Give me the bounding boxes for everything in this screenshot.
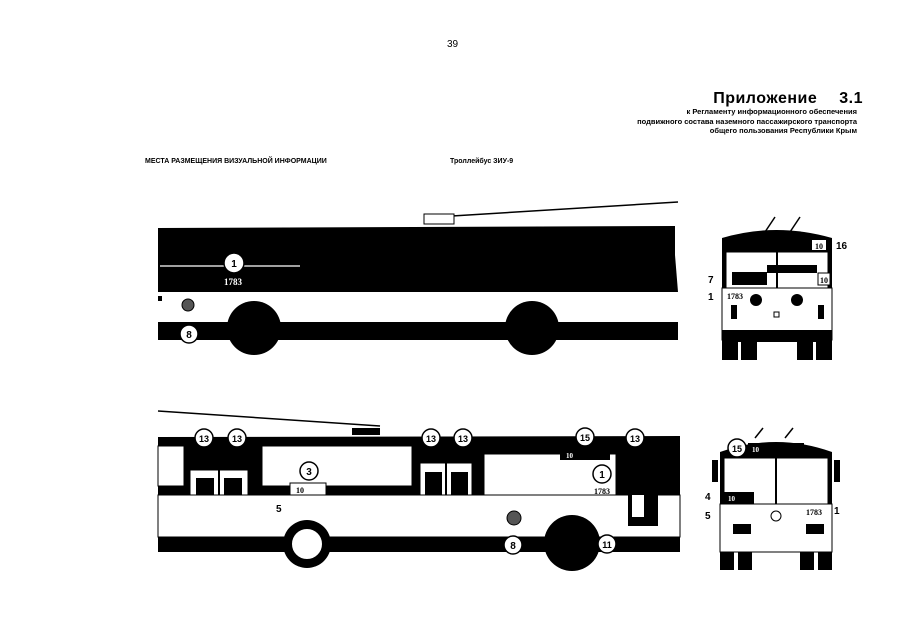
callout-marker: 8 [186, 330, 192, 341]
callout-marker: 1 [708, 292, 714, 303]
callout-marker: 1 [834, 506, 840, 517]
page-number: 39 [446, 39, 459, 50]
appendix-subtitle-line: подвижного состава наземного пассажирско… [637, 116, 857, 126]
route-number-side-board: 10 [566, 452, 574, 460]
side-view-left: 10 10 1783 13 13 13 13 15 13 3 1 5 8 11 [157, 410, 681, 571]
fleet-number-front: 1783 [727, 292, 743, 301]
callout-marker: 13 [232, 434, 242, 444]
callout-marker: 1 [231, 259, 237, 270]
callout-marker: 7 [708, 275, 714, 286]
route-number-front: 10 [820, 276, 828, 285]
callout-marker: 5 [276, 504, 282, 515]
appendix-title: Приложение 3.1 [713, 90, 863, 108]
callout-marker: 1 [599, 470, 605, 481]
fleet-number-rear: 1783 [806, 508, 822, 517]
callout-marker: 4 [705, 492, 711, 503]
appendix-subtitle-line: к Регламенту информационного обеспечения [686, 107, 858, 116]
callout-marker: 13 [458, 434, 468, 444]
section-caption: МЕСТА РАЗМЕЩЕНИЯ ВИЗУАЛЬНОЙ ИНФОРМАЦИИ [145, 158, 327, 165]
appendix-subtitle: к Регламенту информационного обеспечения… [637, 107, 857, 136]
appendix-subtitle-line: общего пользования Республики Крым [709, 126, 857, 135]
callout-marker: 5 [705, 511, 711, 522]
callout-marker: 13 [426, 434, 436, 444]
route-number-front-top: 10 [815, 242, 823, 251]
callout-marker: 13 [199, 434, 209, 444]
fleet-number-side-bottom: 1783 [594, 487, 610, 496]
callout-marker: 11 [602, 540, 612, 550]
fleet-number-side: 1783 [224, 277, 243, 287]
callout-marker: 8 [510, 541, 516, 552]
callout-marker: 3 [306, 467, 312, 478]
appendix-number: 3.1 [839, 90, 863, 107]
callout-marker: 16 [836, 241, 848, 252]
side-view-right: 1783 1 8 [158, 201, 679, 355]
rear-view: 10 10 1783 15 4 5 1 [705, 427, 840, 570]
callout-marker: 13 [630, 434, 640, 444]
front-view: 10 10 1783 16 7 1 [708, 216, 848, 360]
route-number-side: 10 [296, 486, 304, 495]
route-number-rear-board: 10 [752, 446, 760, 454]
route-number-rear: 10 [728, 495, 736, 503]
callout-marker: 15 [732, 444, 742, 454]
vehicle-model-caption: Троллейбус ЗИУ-9 [450, 158, 514, 165]
callout-marker: 15 [580, 433, 590, 443]
appendix-word: Приложение [713, 90, 818, 107]
